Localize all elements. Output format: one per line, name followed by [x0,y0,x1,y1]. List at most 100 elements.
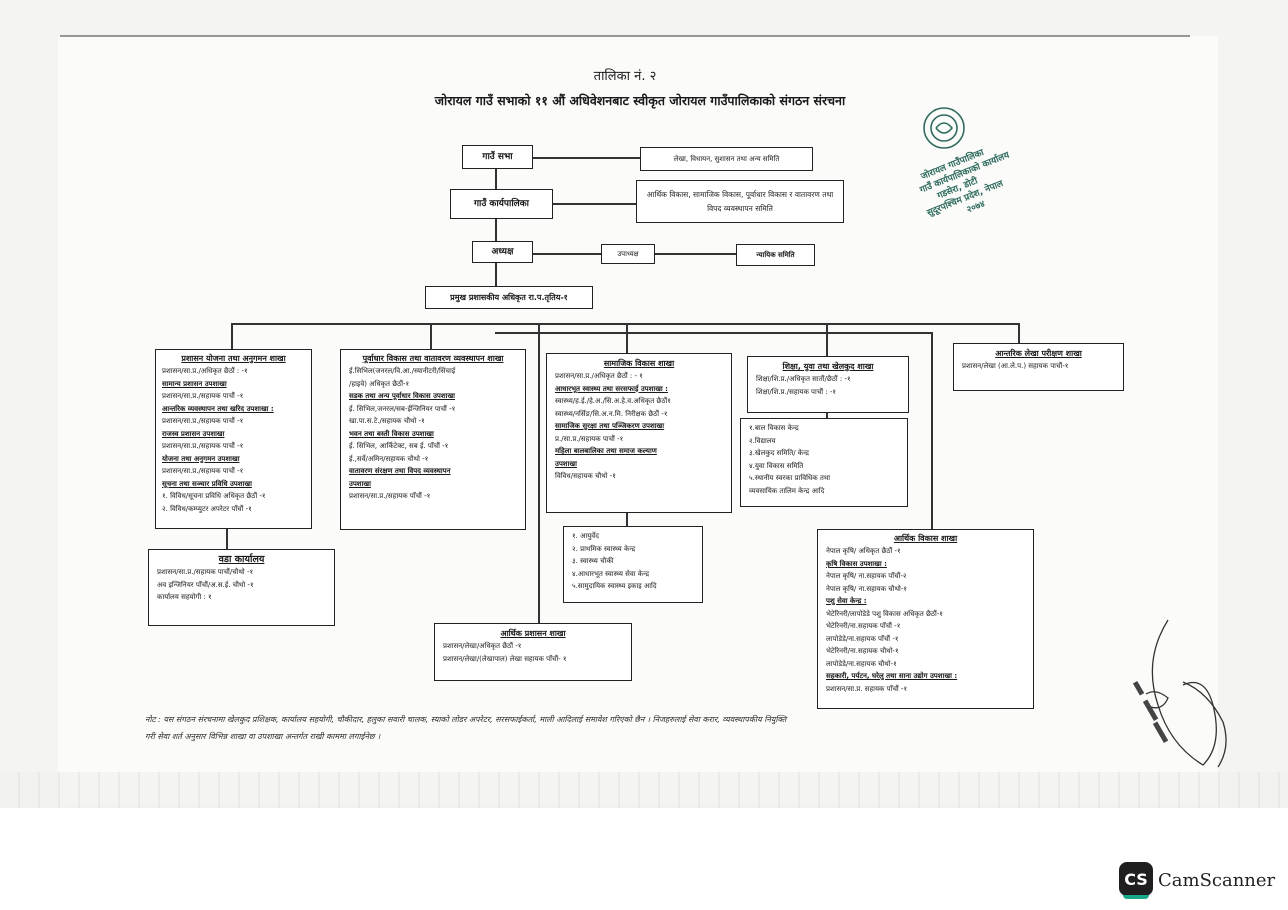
camscanner-logo: CS [1119,862,1153,899]
admin-branch-title: प्रशासन योजना तथा अनुगमन शाखा [181,354,286,363]
line-item: लापोडेडे/ना.सहायक पाँचौं -१ [826,634,899,643]
line-item: प्रशासन/सा.प्र./अधिकृत छैठौं : - १ [555,372,643,380]
edu-branch-lines: शिक्षा/शि.प्र./अधिकृत सातौं/छैठौं : -१ शि… [756,373,900,398]
connector-sabha-committee [532,157,640,159]
footnote-line-2: गरी सेवा शर्त अनुसार विभिन्न शाखा वा उपश… [145,732,381,741]
line-item: उपशाखा [555,459,577,468]
line-item: प्रशासन/सा.प्र./सहायक पाचौं -१ [162,392,244,400]
line-item: लापोडेडे/ना.सहायक चौथो-१ [826,659,897,668]
line-item: प्र./सा.प्र./सहायक पाचौं -१ [555,434,624,443]
line-item: आधारभूत स्वास्थ्य तथा सरसफाई उपशाखा : [555,384,668,393]
chair-box: अध्यक्ष [472,241,533,263]
line-item: सामाजिक सुरक्षा तथा पञ्जिकरण उपशाखा [555,422,665,430]
ward-office-title: वडा कार्यालय [218,554,265,565]
line-item: राजस्व प्रशासन उपशाखा [162,429,225,438]
admin-branch-lines: प्रशासन/सा.प्र./अधिकृत छैठौं : -१ सामान्य… [162,365,305,515]
connector-karyapalika-committee [553,203,636,205]
line-item: सूचना तथा सञ्चार प्रविधि उपशाखा [162,479,252,488]
connector-audit [1018,323,1020,343]
karyapalika-box: गाउँ कार्यपालिका [450,189,553,219]
audit-branch-box: आन्तरिक लेखा परीक्षण शाखा प्रशासन/लेखा (… [953,343,1124,391]
line-item: ई. सिभिल, आर्किटेक्ट, सब ई. पाँचौं -१ [349,442,449,450]
line-item: १.बाल विकास केन्द्र [749,424,799,432]
connector-social [626,323,628,353]
line-item: शिक्षा/शि.प्र./अधिकृत सातौं/छैठौं : -१ [756,375,851,383]
cao-box: प्रमुख प्रशासकीय अधिकृत रा.प.तृतिय-१ [425,286,593,309]
line-item: पशु सेवा केन्द्र : [826,597,867,605]
page-title: जोरायल गाउँ सभाको ११ औं अधिवेशनबाट स्वीक… [434,93,846,108]
admin-branch-box: प्रशासन योजना तथा अनुगमन शाखा प्रशासन/सा… [155,349,312,529]
line-item: अव इन्जिनियर पाँचौं/अ.स.ई. चौथो -१ [157,580,254,589]
line-item: ४.आधारभूत स्वास्थ्य सेवा केन्द्र [572,569,650,578]
sabha-committee-text: लेखा, विधायन, सुशासन तथा अन्य समिति [673,154,780,163]
infra-branch-title: पूर्वाधार विकास तथा वातावरण व्यवस्थापन श… [362,354,504,363]
karyapalika-committee-text: आर्थिक विकास, सामाजिक विकास, पूर्वाधार व… [646,189,834,213]
connector-edu-units [826,413,828,418]
line-item: भेटेरिनरी/ना.सहायक पाँचौं -१ [826,622,901,630]
line-item: खा.पा.स.टे./सहायक चौथो -१ [349,417,425,425]
line-item: ४.युवा विकास समिति [749,461,804,470]
line-item: ३.खेलकुद समिति/ केन्द्र [749,449,810,457]
audit-branch-lines: प्रशासन/लेखा (आ.ले.प.) सहायक पाचौं-१ [962,360,1115,373]
ward-office-lines: प्रशासन/सा.प्र./सहायक पाचौं/चौथो -१ अव इन… [157,566,326,604]
finance-branch-lines: प्रशासन/लेखा/अधिकृत छैठौं -१ प्रशासन/लेखा… [443,640,623,665]
connector-econ [931,332,933,529]
line-item: प्रशासन/लेखा/(लेखापाल) लेखा सहायक पाँचौं… [443,654,567,663]
line-item: २. विविध/कम्प्युटर अपरेटर पाँचौं -१ [162,504,252,513]
finance-branch-title: आर्थिक प्रशासन शाखा [500,629,566,638]
camscanner-text: CamScanner [1158,870,1276,891]
social-branch-box: सामाजिक विकास शाखा प्रशासन/सा.प्र./अधिकृ… [546,353,732,513]
social-branch-lines: प्रशासन/सा.प्र./अधिकृत छैठौं : - १ आधारभू… [555,370,723,483]
line-item: १. विविध/सूचना प्रविधि अधिकृत छैठौं -१ [162,492,266,500]
econ-branch-box: आर्थिक विकास शाखा नेपाल कृषि/ अधिकृत छैठ… [817,529,1034,709]
connector-branch-bus [231,323,1018,325]
connector-finance [538,323,540,623]
line-item: शिक्षा/शि.प्र./सहायक पाचौं : -१ [756,387,837,396]
karyapalika-committee-box: आर्थिक विकास, सामाजिक विकास, पूर्वाधार व… [636,180,844,223]
line-item: ५.सामुदायिक स्वास्थ्य इकाइ आदि [572,582,657,590]
connector-ward [226,529,228,549]
line-item: प्रशासन/लेखा/अधिकृत छैठौं -१ [443,642,522,650]
connector-spine [495,169,497,309]
line-item: कृषि विकास उपशाखा : [826,559,887,568]
line-item: प्रशासन/सा.प्र./सहायक पाचौं/चौथो -१ [157,568,254,576]
line-item: सामान्य प्रशासन उपशाखा [162,379,227,388]
audit-branch-title: आन्तरिक लेखा परीक्षण शाखा [995,349,1082,358]
official-stamp-icon: जोरायल गाउँपालिका गाउँ कार्यपालिकाको कार… [917,107,1012,219]
line-item: प्रशासन/सा.प्र./सहायक पाचौं -१ [162,417,244,425]
line-item: प्रशासन/सा.प्र./सहायक पाचौं -१ [162,467,244,475]
edu-branch-title: शिक्षा, युवा तथा खेलकुद शाखा [782,362,874,371]
connector-chair-vice [533,253,601,255]
line-item: प्रशासन/लेखा (आ.ले.प.) सहायक पाचौं-१ [962,362,1069,370]
line-item: स्वास्थ्य/ह.ई./हे.अ./सि.अ.हे.व.अधिकृत छै… [555,397,671,405]
connector-admin [231,323,233,349]
line-item: प्रशासन/सा.प्र./सहायक पाचौं -१ [162,442,244,450]
gaun-sabha-box: गाउँ सभा [462,145,533,169]
line-item: भेटेरिनरी/लापोडेडे पशु विकास अधिकृत छैठौ… [826,609,943,618]
line-item: ई.,सर्वे/अमिन/सहायक चौथो -१ [349,454,429,463]
line-item: प्रशासन/सा.प्र./सहायक पाँचौं -१ [349,492,431,500]
connector-econ-bus [495,332,932,334]
line-item: १. आयुर्वेद [572,532,599,540]
line-item: ५.स्थानीय स्वरका प्राविधिक तथा [749,474,831,482]
line-item: योजना तथा अनुगमन उपशाखा [162,454,240,463]
cao-text: प्रमुख प्रशासकीय अधिकृत रा.प.तृतिय-१ [450,292,568,302]
sabha-committee-box: लेखा, विधायन, सुशासन तथा अन्य समिति [640,147,813,171]
line-item: नेपाल कृषि/ ना.सहायक पाँचौं-२ [826,572,907,580]
infra-branch-lines: ई.सिभिल(जनरल/वि.आ./स्यानीटरी/सिंचाई/हाइव… [349,365,517,503]
line-item: ई.सिभिल(जनरल/वि.आ./स्यानीटरी/सिंचाई [349,367,456,375]
line-item: कार्यालय सहयोगी : १ [157,593,212,601]
line-item: प्रशासन/सा.प्र. सहायक पाँचौं -१ [826,684,908,693]
connector-health-units [626,513,628,526]
judicial-committee-box: न्यायिक समिति [736,244,815,266]
line-item: नेपाल कृषि/ ना.सहायक चौथो-१ [826,584,908,593]
line-item: प्रशासन/सा.प्र./अधिकृत छैठौं : -१ [162,367,248,375]
footnote-line-1: नोट : यस संगठन संरचनामा खेलकुद प्रशिक्षक… [145,715,787,724]
line-item: विविध/सहायक चौथो -१ [555,472,616,480]
line-item: महिला बालबालिका तथा समाज कल्याण [555,447,657,455]
vice-chair-box: उपाध्यक्ष [601,244,655,264]
line-item: स्वास्थ्य/नर्सिङ/सि.अ.न.मि. निरीक्षक छैठ… [555,409,668,418]
